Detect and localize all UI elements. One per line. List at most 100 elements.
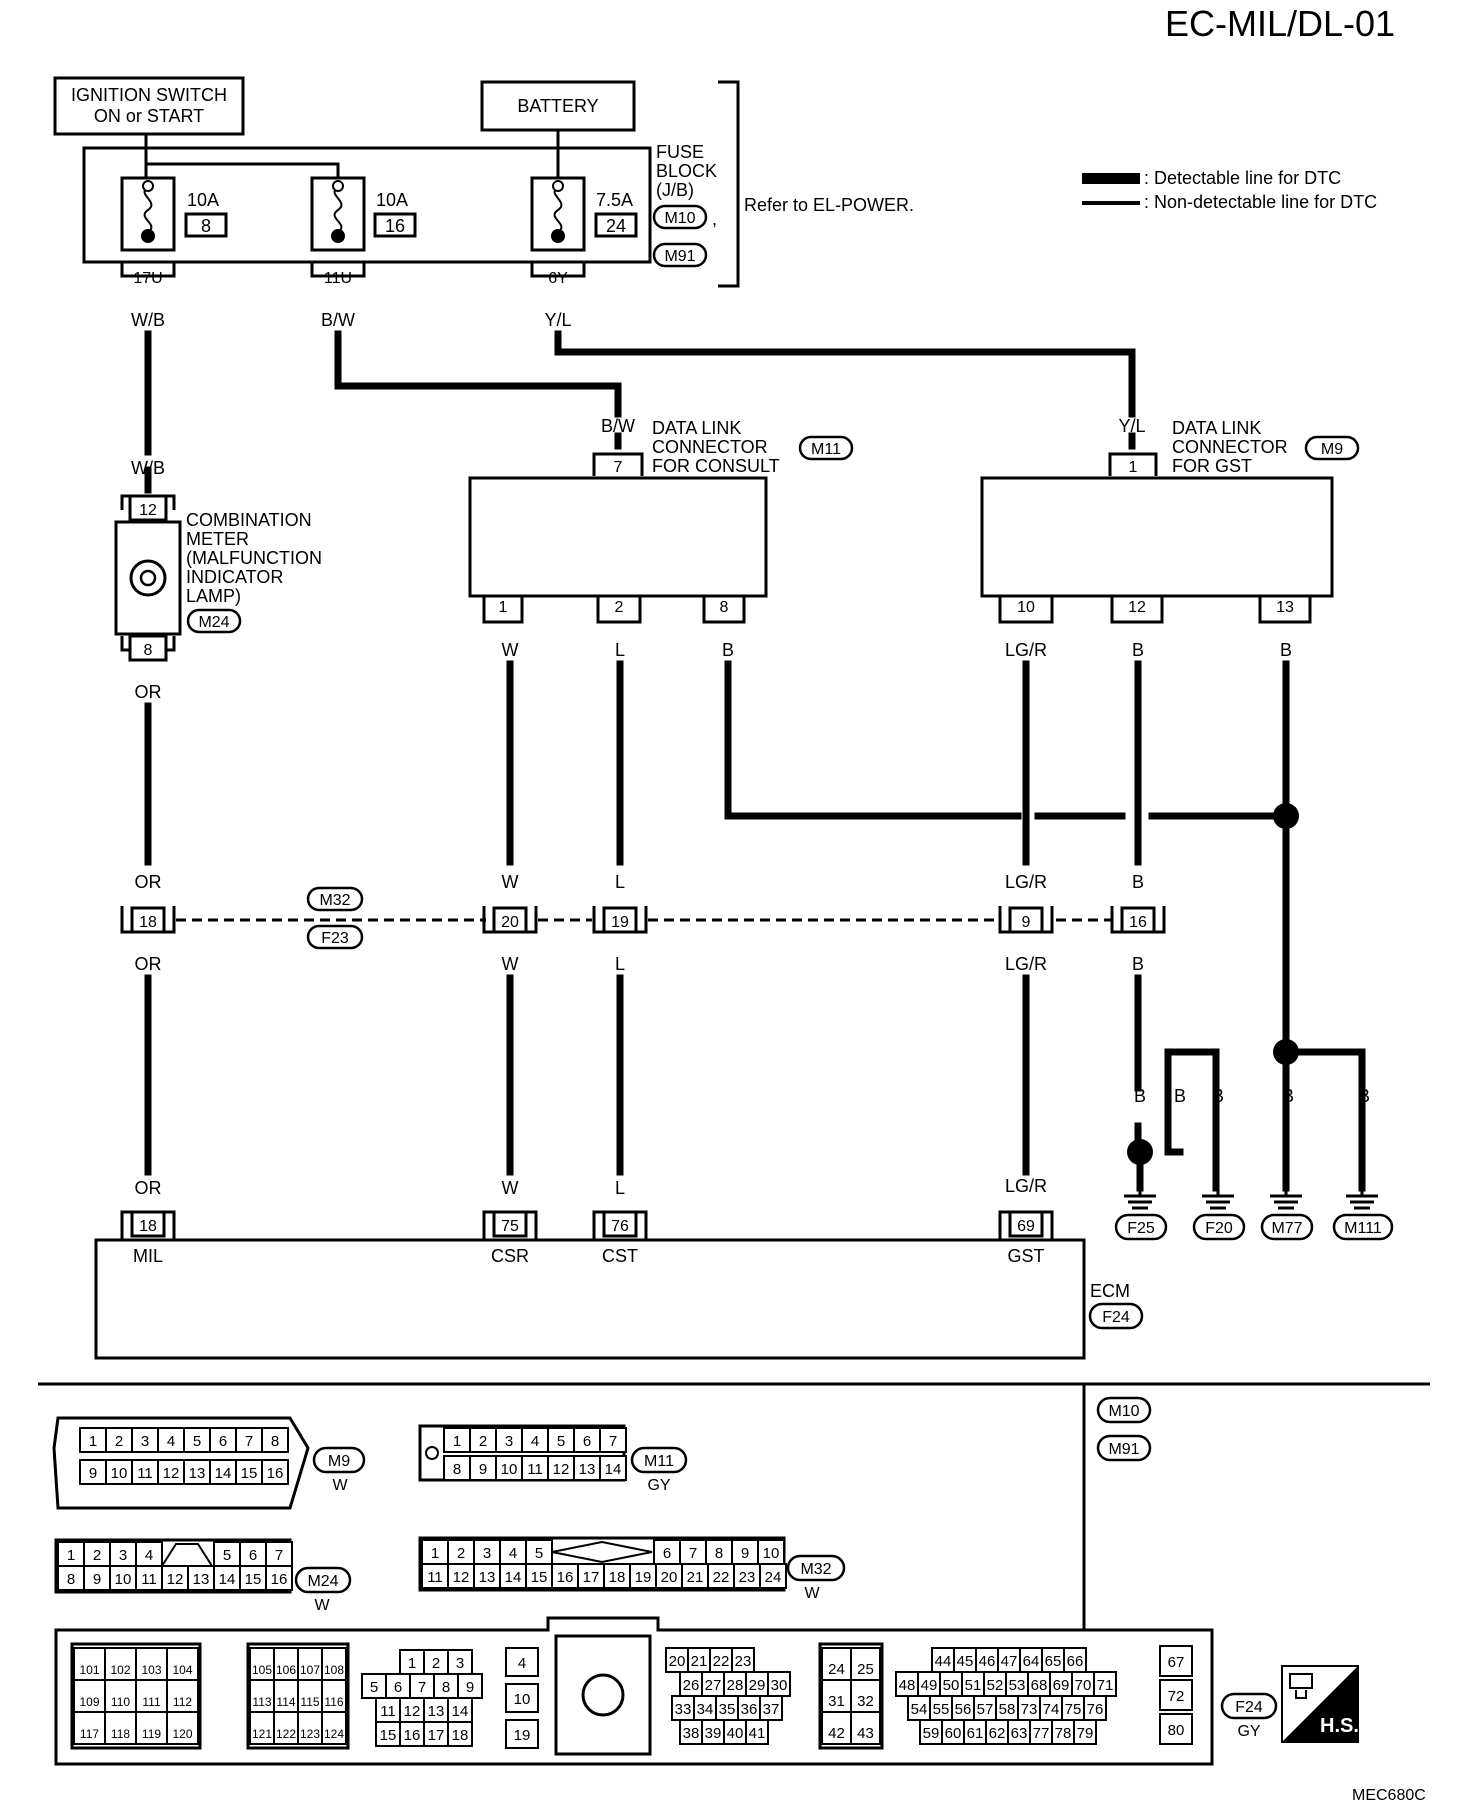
- connector-f24-cell: [505, 1647, 539, 1677]
- dlc-gst-conn: M9: [1321, 441, 1343, 458]
- connector-f24-pin: 20: [669, 1653, 686, 1670]
- connector-f24-pin: 115: [300, 1695, 319, 1709]
- ground-f25-wire: B: [1134, 1086, 1146, 1106]
- connector-m24-pin: 2: [93, 1547, 101, 1564]
- connector-f24-cell: [821, 1711, 852, 1745]
- connector-f24-pin: 122: [276, 1727, 296, 1741]
- connector-m9-cell: [131, 1459, 159, 1485]
- wire-b-consult: [724, 660, 1022, 820]
- connector-m24-cell: [83, 1541, 111, 1567]
- dlc-consult-l3: FOR CONSULT: [652, 456, 780, 476]
- ecm-wire-or: OR: [135, 1178, 162, 1198]
- connector-f24-pin: 50: [943, 1677, 960, 1694]
- connector-m24-pin: 4: [145, 1547, 153, 1564]
- connector-f24-pin: 35: [719, 1701, 736, 1718]
- ground-m77-wire: B: [1282, 1086, 1294, 1106]
- connector-f24-pin: 77: [1033, 1725, 1050, 1742]
- connector-m11-pin: 10: [501, 1461, 518, 1478]
- meter-pin-in: 12: [139, 502, 157, 519]
- wire-label-bw-1: B/W: [321, 310, 355, 330]
- connector-m24-cell: [135, 1541, 163, 1567]
- harness-side-icon: H.S.: [1281, 1665, 1359, 1743]
- connector-m24-color: W: [314, 1597, 330, 1614]
- connector-m9-pin: 16: [267, 1465, 284, 1482]
- diagram-title: EC-MIL/DL-01: [1165, 3, 1395, 44]
- joint-16-below: B: [1132, 954, 1144, 974]
- connector-m32-pin: 18: [609, 1569, 626, 1586]
- connector-f24-pin: 56: [955, 1701, 972, 1718]
- connector-f24-cell: [73, 1647, 106, 1681]
- connector-m24-pin: 14: [219, 1571, 236, 1588]
- combination-meter: 12 8 COMBINATION METER (MALFUNCTION INDI…: [114, 494, 322, 662]
- connector-f24-cell: [321, 1711, 347, 1745]
- connector-f24-pin: 58: [999, 1701, 1016, 1718]
- connector-m32-pin: 21: [687, 1569, 704, 1586]
- connector-f24-pin: 75: [1065, 1701, 1082, 1718]
- connector-f24-pin: 16: [404, 1727, 421, 1744]
- connector-f24-pin: 22: [713, 1653, 730, 1670]
- wire-yl: [554, 330, 1136, 418]
- connector-f24-pin: 27: [705, 1677, 722, 1694]
- connector-m32-pin: 22: [713, 1569, 730, 1586]
- ecm-pin-name-csr: CSR: [491, 1246, 529, 1266]
- connector-f24-pin: 107: [300, 1663, 320, 1677]
- connector-m11-id: M11: [644, 1453, 674, 1470]
- connector-f24-cell: [850, 1647, 881, 1681]
- connector-m11-key: [425, 1446, 439, 1460]
- connector-f24-cell: [135, 1711, 168, 1745]
- connector-m11-pin: 8: [453, 1461, 461, 1478]
- fuse-block-conn2: M91: [664, 248, 695, 265]
- wire-label-wb-2: W/B: [131, 458, 165, 478]
- connector-f24-pin: 49: [921, 1677, 938, 1694]
- joint-19-below: L: [615, 954, 625, 974]
- connector-f24-pin: 19: [514, 1727, 531, 1744]
- connector-m9-pin: 4: [167, 1433, 175, 1450]
- connector-m32-pin: 14: [505, 1569, 522, 1586]
- legend-non-detectable-text: : Non-detectable line for DTC: [1144, 192, 1377, 212]
- connector-f24-pin: 110: [111, 1695, 130, 1709]
- connector-f24-pin: 24: [828, 1661, 845, 1678]
- connector-f24-pin: 12: [404, 1703, 421, 1720]
- connector-f24-pin: 21: [691, 1653, 708, 1670]
- connector-m11-cell: [599, 1455, 627, 1481]
- connector-m9-pin: 13: [189, 1465, 206, 1482]
- connector-f24-pin: 80: [1168, 1722, 1185, 1739]
- connector-m11-color: GY: [647, 1477, 670, 1494]
- fuse-block: 10A 8 10A 16 7.5A 24 17U 11U 6Y FUSE BLO…: [82, 80, 914, 288]
- connector-m9-pin: 14: [215, 1465, 232, 1482]
- joint-16-above: B: [1132, 872, 1144, 892]
- connector-f24-pin: 79: [1077, 1725, 1094, 1742]
- connector-m9-cell: [157, 1459, 185, 1485]
- ground-area: B B B B B F25 F20 M77 M111: [1114, 1039, 1394, 1241]
- connector-f24-pin: 28: [727, 1677, 744, 1694]
- connector-m11-cell: [443, 1455, 471, 1481]
- battery-label: BATTERY: [517, 96, 598, 116]
- f24-block-f: [818, 1642, 884, 1750]
- connector-m11-pin: 12: [553, 1461, 570, 1478]
- joint-pin-9: 9: [1022, 914, 1031, 931]
- connector-m24-pin: 5: [223, 1547, 231, 1564]
- connector-f24-pin: 62: [989, 1725, 1006, 1742]
- connector-f24-cell: [104, 1679, 137, 1713]
- joint-9-above: LG/R: [1005, 872, 1047, 892]
- connector-m32-cell: [603, 1563, 631, 1589]
- connector-f24-pin: 118: [111, 1727, 130, 1741]
- connector-m9-pin: 2: [115, 1433, 123, 1450]
- connector-f24-cell: [423, 1721, 449, 1747]
- connector-f24-pin: 104: [172, 1663, 192, 1677]
- meter-l3: (MALFUNCTION: [186, 548, 322, 568]
- connector-m32-pin: 24: [765, 1569, 782, 1586]
- connector-m32-pin: 4: [509, 1545, 517, 1562]
- dlc-gst-pin-12: 12: [1128, 599, 1146, 616]
- joint-conn-bottom: F23: [321, 930, 349, 947]
- connector-m32-cell: [733, 1563, 761, 1589]
- connector-f24-pin: 36: [741, 1701, 758, 1718]
- ecm-pin-69: 69: [1017, 1218, 1035, 1235]
- wire-label-w-1: W: [502, 640, 519, 660]
- legend-detectable-swatch: [1082, 173, 1140, 184]
- connector-f24-pin: 6: [394, 1679, 402, 1696]
- f24-center-hole: [581, 1673, 625, 1717]
- ecm-pin-75: 75: [501, 1218, 519, 1235]
- connector-m32-pin: 2: [457, 1545, 465, 1562]
